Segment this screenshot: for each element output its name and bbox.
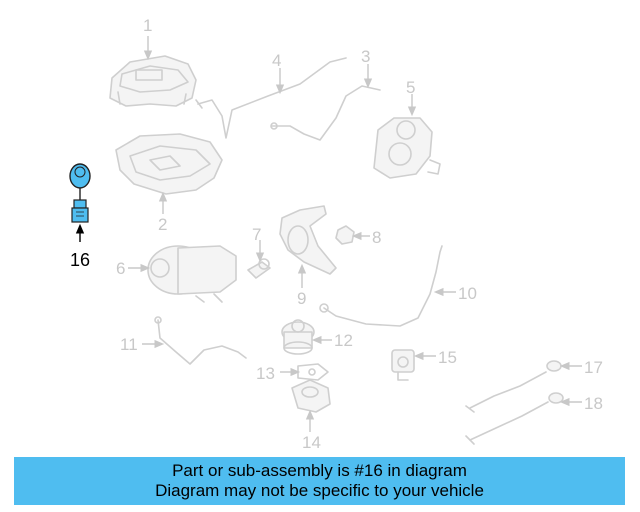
part-14-flange — [291, 379, 331, 413]
banner-line-2: Diagram may not be specific to your vehi… — [155, 481, 484, 500]
callout-8: 8 — [372, 228, 381, 247]
callout-5: 5 — [406, 78, 415, 97]
callout-3: 3 — [361, 47, 370, 66]
callout-7: 7 — [252, 225, 261, 244]
banner-line-1: Part or sub-assembly is #16 in diagram — [172, 461, 467, 480]
part-4-hose — [195, 57, 347, 139]
part-2-lower-cover — [115, 133, 223, 195]
callout-1: 1 — [143, 16, 152, 35]
callout-17: 17 — [584, 358, 603, 377]
callout-10: 10 — [458, 284, 477, 303]
part-5-valve — [373, 117, 441, 179]
part-1-upper-cover — [109, 55, 197, 107]
part-3-hose — [270, 85, 381, 141]
callout-14: 14 — [302, 433, 321, 452]
part-12-valve-housing — [281, 319, 315, 355]
part-11-hose — [154, 316, 247, 365]
part-6-air-pump — [147, 245, 237, 303]
part-10-pipe — [319, 245, 443, 327]
part-17-sensor — [465, 360, 562, 413]
callout-16: 16 — [70, 250, 90, 270]
callout-13: 13 — [256, 364, 275, 383]
callout-11: 11 — [120, 335, 138, 354]
part-15-solenoid — [391, 349, 415, 381]
callout-4: 4 — [272, 51, 281, 70]
part-9-bracket — [279, 205, 337, 275]
callout-2: 2 — [158, 215, 167, 234]
callout-15: 15 — [438, 348, 457, 367]
part-8-nut — [335, 225, 355, 245]
part-16-highlighted-sensor — [69, 163, 91, 223]
part-7-check-valve — [247, 258, 271, 279]
callout-18: 18 — [584, 394, 603, 413]
part-18-sensor — [465, 392, 564, 445]
callout-6: 6 — [116, 259, 125, 278]
info-banner: Part or sub-assembly is #16 in diagram D… — [14, 457, 625, 505]
callout-9: 9 — [297, 289, 306, 308]
callout-12: 12 — [334, 331, 353, 350]
part-13-gasket — [297, 363, 329, 381]
